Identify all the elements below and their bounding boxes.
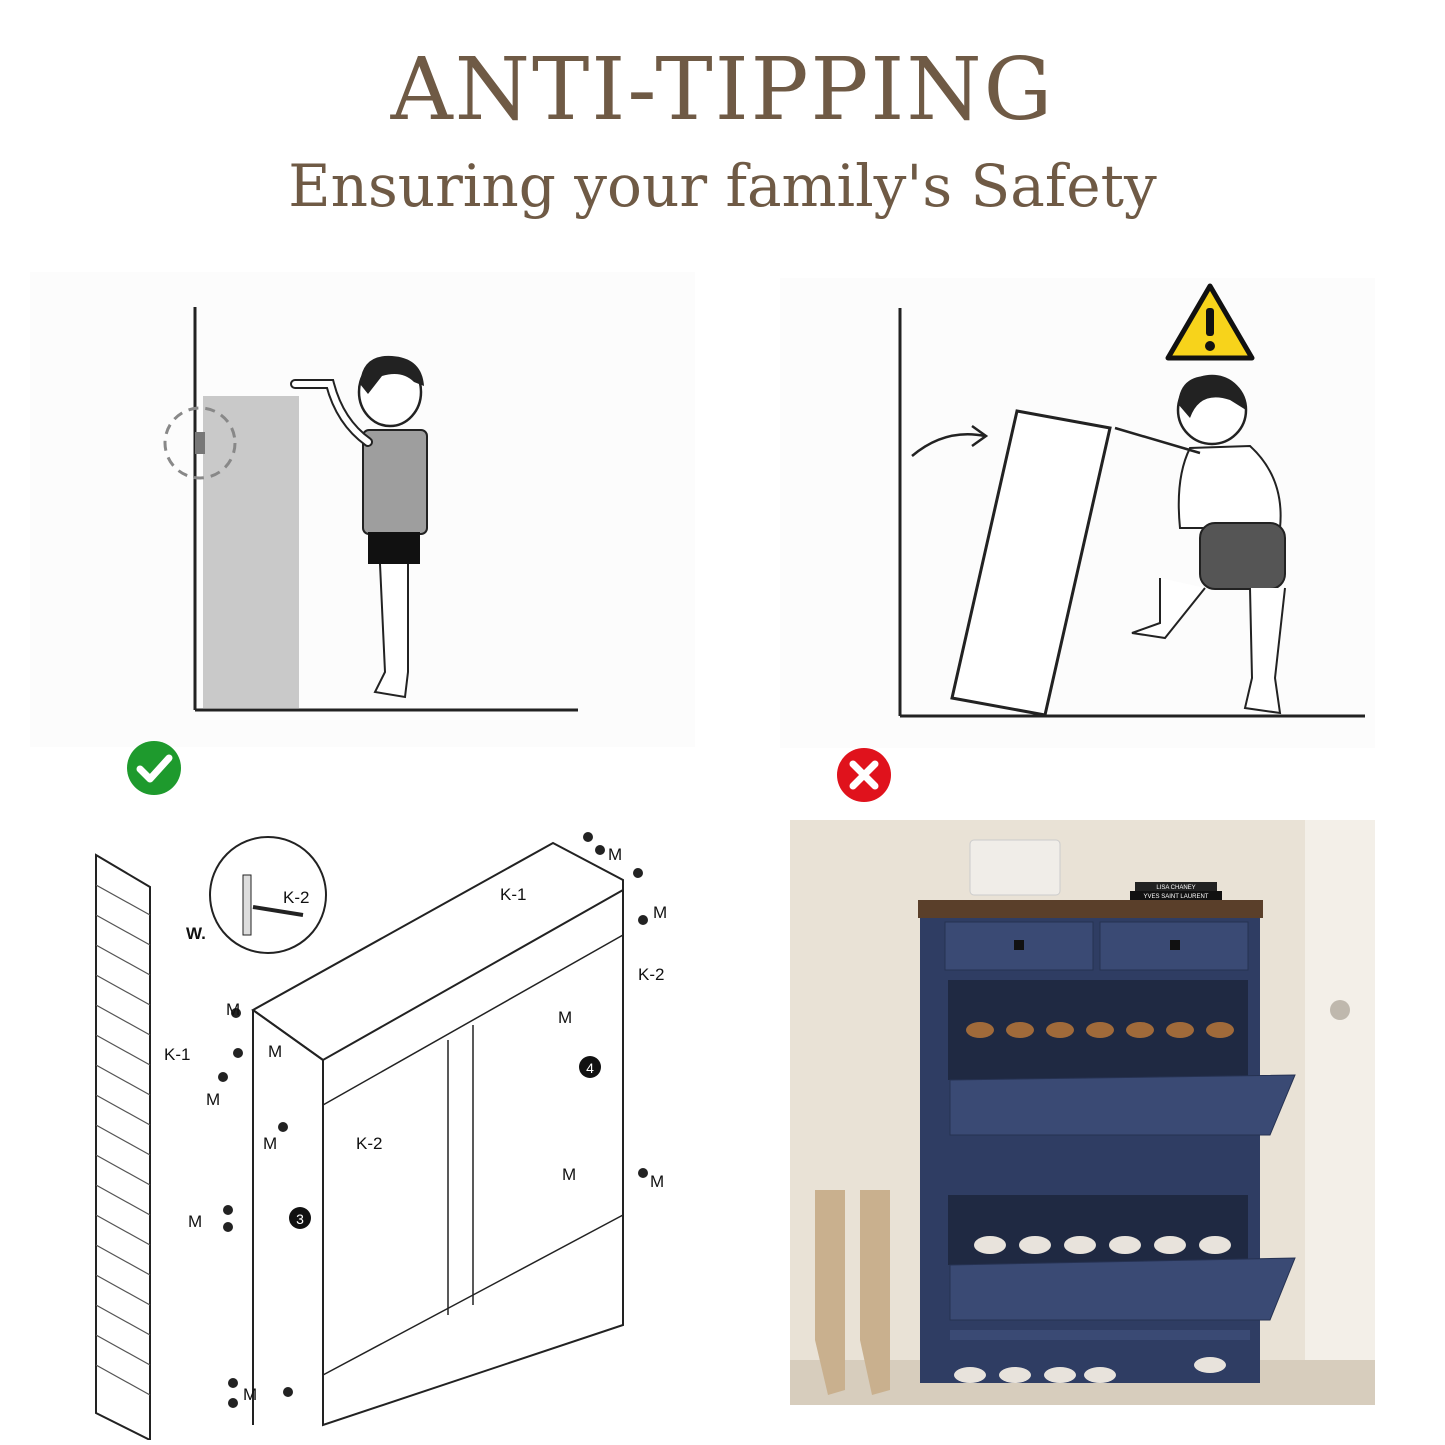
label-k1-left: K-1 (164, 1045, 190, 1064)
anchored-illustration (30, 272, 695, 747)
label-m-5: M (268, 1042, 282, 1061)
page-subtitle: Ensuring your family's Safety (288, 152, 1157, 220)
check-circle-icon (127, 741, 181, 795)
label-m-11: M (243, 1385, 257, 1404)
label-m-10: M (188, 1212, 202, 1231)
label-m-8: M (562, 1165, 576, 1184)
label-k2-middle: K-2 (356, 1134, 382, 1153)
book-title-bottom: YVES SAINT LAURENT (1144, 894, 1209, 900)
label-m-2: M (653, 903, 667, 922)
step-3-badge: 3 (296, 1211, 304, 1227)
step-4-badge: 4 (586, 1060, 594, 1076)
x-circle-icon (837, 748, 891, 802)
tipping-illustration (780, 278, 1375, 748)
label-wall: W. (186, 924, 206, 943)
assembly-diagram: K-2 W. 3 4 M M K-1 K-2 M M K-1 M M K-2 M… (95, 832, 667, 1440)
label-k1-top: K-1 (500, 885, 526, 904)
page-title: ANTI-TIPPING (390, 40, 1055, 140)
label-k2-detail: K-2 (283, 888, 309, 907)
label-m-4: M (558, 1008, 572, 1027)
label-m-6: M (206, 1090, 220, 1109)
label-m-3: M (226, 1000, 240, 1019)
label-m-9: M (650, 1172, 664, 1191)
label-m-7: M (263, 1134, 277, 1153)
label-m-1: M (608, 845, 622, 864)
book-title-top: LISA CHANEY (1156, 885, 1195, 891)
warning-triangle-icon (1165, 283, 1255, 361)
product-photo: LISA CHANEY YVES SAINT LAURENT (790, 820, 1375, 1405)
label-k2-right: K-2 (638, 965, 664, 984)
